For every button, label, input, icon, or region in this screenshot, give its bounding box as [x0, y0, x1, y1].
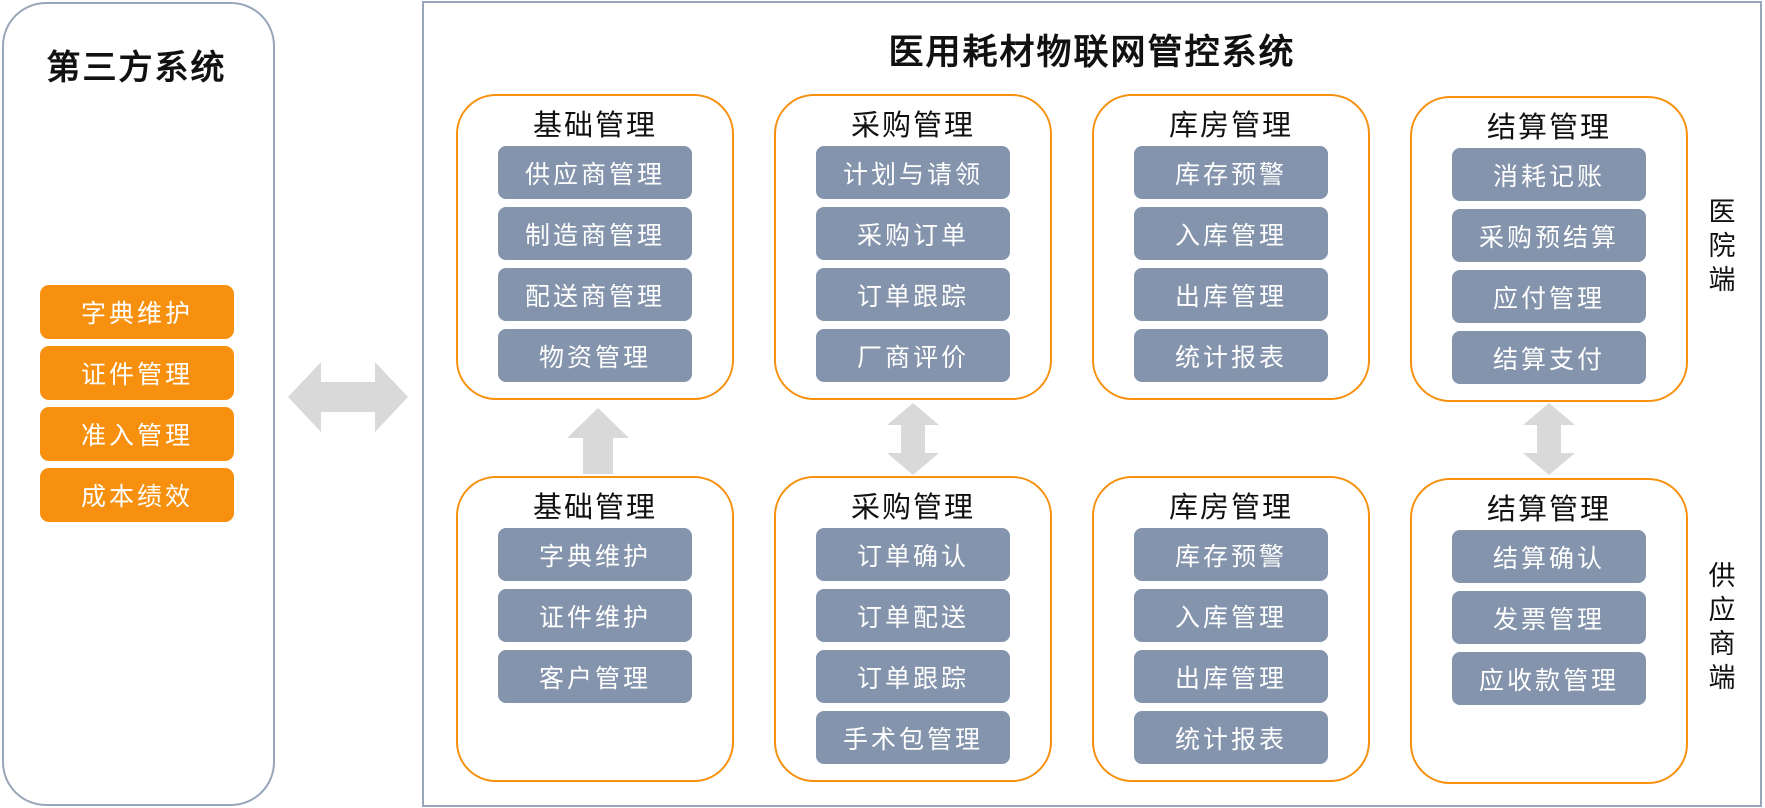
module-item: 订单跟踪 [816, 650, 1010, 703]
module-item: 客户管理 [498, 650, 692, 703]
system-title: 医用耗材物联网管控系统 [888, 32, 1296, 73]
module-item: 出库管理 [1134, 268, 1328, 321]
module-item: 订单配送 [816, 589, 1010, 642]
module-title: 库房管理 [1168, 108, 1293, 142]
module-title: 基础管理 [532, 490, 657, 524]
module-title: 采购管理 [850, 490, 975, 524]
module-item: 证件维护 [498, 589, 692, 642]
module-item: 入库管理 [1134, 207, 1328, 260]
module-item: 发票管理 [1452, 591, 1646, 644]
module-title: 结算管理 [1486, 110, 1611, 144]
supplier-side-label: 供应商端 [1708, 561, 1736, 694]
module-item: 库存预警 [1134, 146, 1328, 199]
module-item: 制造商管理 [498, 207, 692, 260]
module-item: 手术包管理 [816, 711, 1010, 764]
up-arrow [567, 408, 629, 474]
module-item: 订单确认 [816, 528, 1010, 581]
module-title: 基础管理 [532, 108, 657, 142]
bidirectional-arrow-vertical [1523, 403, 1575, 475]
module-item: 字典维护 [498, 528, 692, 581]
module-item: 采购订单 [816, 207, 1010, 260]
module-item: 计划与请领 [816, 146, 1010, 199]
module-item: 订单跟踪 [816, 268, 1010, 321]
third-party-item: 字典维护 [40, 285, 234, 339]
module-item: 统计报表 [1134, 711, 1328, 764]
module-item: 统计报表 [1134, 329, 1328, 382]
module-item: 库存预警 [1134, 528, 1328, 581]
module-item: 应付管理 [1452, 270, 1646, 323]
module-item: 入库管理 [1134, 589, 1328, 642]
module-item: 消耗记账 [1452, 148, 1646, 201]
module-title: 结算管理 [1486, 492, 1611, 526]
bidirectional-arrow-horizontal [288, 362, 408, 432]
bidirectional-arrow-vertical [887, 403, 939, 475]
module-item: 结算确认 [1452, 530, 1646, 583]
module-item: 供应商管理 [498, 146, 692, 199]
module-item: 采购预结算 [1452, 209, 1646, 262]
module-item: 物资管理 [498, 329, 692, 382]
module-item: 配送商管理 [498, 268, 692, 321]
module-title: 采购管理 [850, 108, 975, 142]
third-party-panel [2, 2, 275, 806]
third-party-item: 证件管理 [40, 346, 234, 400]
third-party-item: 准入管理 [40, 407, 234, 461]
hospital-side-label: 医院端 [1708, 197, 1736, 296]
module-item: 厂商评价 [816, 329, 1010, 382]
module-item: 应收款管理 [1452, 652, 1646, 705]
module-item: 结算支付 [1452, 331, 1646, 384]
module-item: 出库管理 [1134, 650, 1328, 703]
module-title: 库房管理 [1168, 490, 1293, 524]
third-party-title: 第三方系统 [46, 48, 227, 88]
third-party-item: 成本绩效 [40, 468, 234, 522]
